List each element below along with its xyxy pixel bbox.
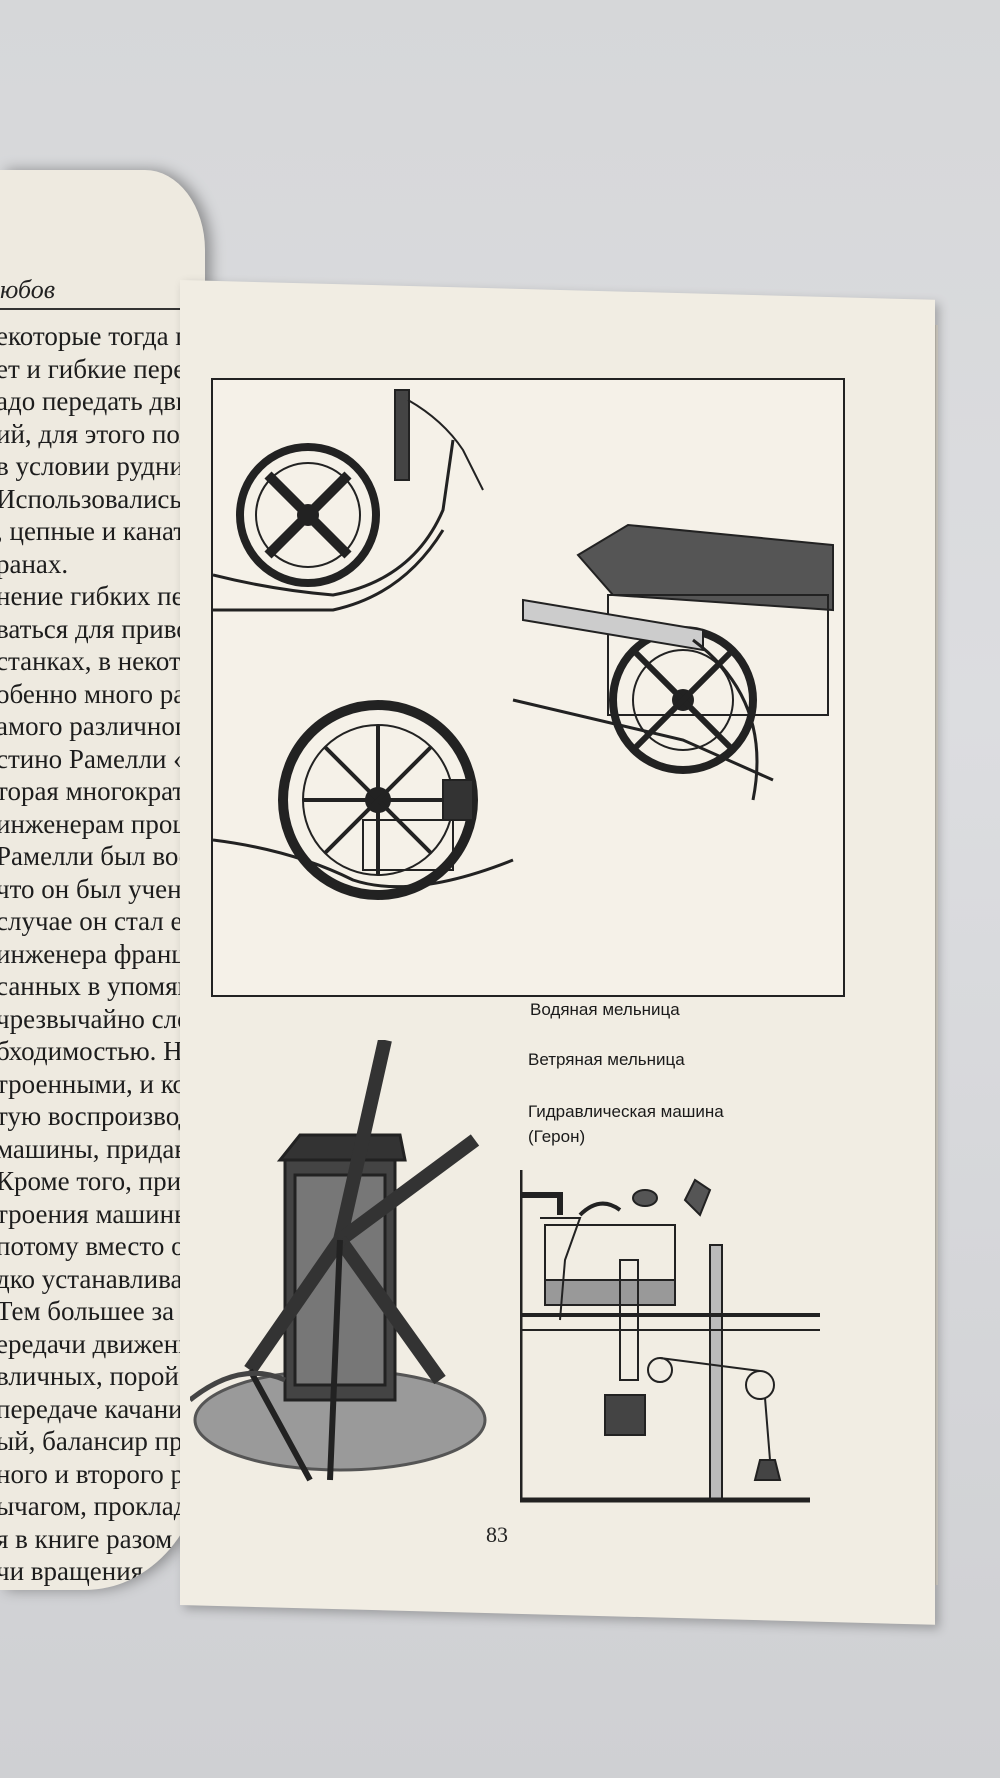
left-text-line: , цепные и канатн (0, 516, 200, 546)
left-text-line: передаче качани (0, 1393, 183, 1424)
left-page: юбов екоторые тогда примеет и гибкие пер… (0, 170, 205, 1590)
left-text-line: Кроме того, прим (0, 1166, 199, 1196)
hydraulic-machine-illustration (517, 1170, 825, 1515)
left-text-line: машины, придава (0, 1133, 199, 1164)
left-text-line: торая многократно п (0, 776, 205, 806)
water-mill-drawings (212, 389, 834, 900)
left-text-line: чрезвычайно слож (0, 1003, 205, 1034)
left-text-line: ранах. (0, 548, 69, 579)
caption-hydraulic-machine: Гидравлическая машина (528, 1102, 724, 1121)
left-text-line: случае он стал е (0, 906, 183, 936)
left-text-line: санных в упомянут (0, 971, 205, 1001)
left-running-header: юбов (0, 275, 56, 304)
left-text-line: адо передать движе (0, 386, 205, 416)
left-text-line: ваться для привода в (0, 613, 205, 644)
left-text-line: троения машины, ко (0, 1198, 205, 1229)
water-mill-illustration-frame (211, 378, 845, 997)
left-text-line: я в книге разом (0, 1523, 173, 1554)
left-text-line: обенно много разл (0, 678, 205, 709)
left-text-line: Использовались так (0, 483, 205, 514)
left-text-line: инженерам прошл (0, 808, 205, 839)
left-text-line: вличных, порой с (0, 1361, 198, 1391)
caption-hydraulic-author: (Герон) (528, 1127, 586, 1146)
left-text-line: Тем большее за (0, 1296, 175, 1326)
caption-wind-mill: Ветряная мельница (528, 1050, 685, 1069)
left-text-line: троенными, и коне (0, 1068, 205, 1099)
left-text-line: бходимостью. Но эт (0, 1036, 205, 1066)
left-text-line: ного и второго р (0, 1458, 184, 1489)
left-text-line: Рамелли был военны (0, 841, 205, 871)
left-text-line: тую воспроизводи (0, 1101, 205, 1131)
left-text-line: потому вместо одно (0, 1231, 205, 1261)
left-text-line: ет и гибкие переда (0, 353, 205, 384)
windmill-illustration (188, 1038, 490, 1495)
left-body-text: екоторые тогда примеет и гибкие передаад… (0, 320, 205, 1590)
left-text-line: чи вращения с о (0, 1556, 183, 1586)
left-text-line: дко устанавлива (0, 1263, 183, 1294)
left-text-line: ый, балансир пре (0, 1426, 195, 1456)
left-text-line (0, 1588, 205, 1591)
left-text-line: станках, в некотор (0, 646, 205, 676)
left-text-line: в условии рудника в (0, 451, 205, 481)
left-text-line: ередачи движени (0, 1328, 193, 1359)
windmill-drawing (188, 1038, 487, 1482)
left-text-line: амого различного в (0, 711, 205, 741)
left-text-line: нение гибких перед (0, 581, 205, 611)
left-text-line: екоторые тогда приме (0, 321, 205, 351)
left-text-line: ычагом, проклад (0, 1491, 188, 1521)
left-text-line: стино Рамелли «Р (0, 743, 202, 774)
left-text-line: что он был учени (0, 873, 197, 904)
left-text-line: ий, для этого пользо (0, 418, 205, 449)
header-rule (0, 308, 205, 310)
page-number: 83 (486, 1522, 508, 1547)
left-text-line: инженера францу (0, 938, 200, 969)
caption-water-mill: Водяная мельница (530, 1000, 680, 1019)
hydraulic-machine-drawing (517, 1170, 820, 1503)
